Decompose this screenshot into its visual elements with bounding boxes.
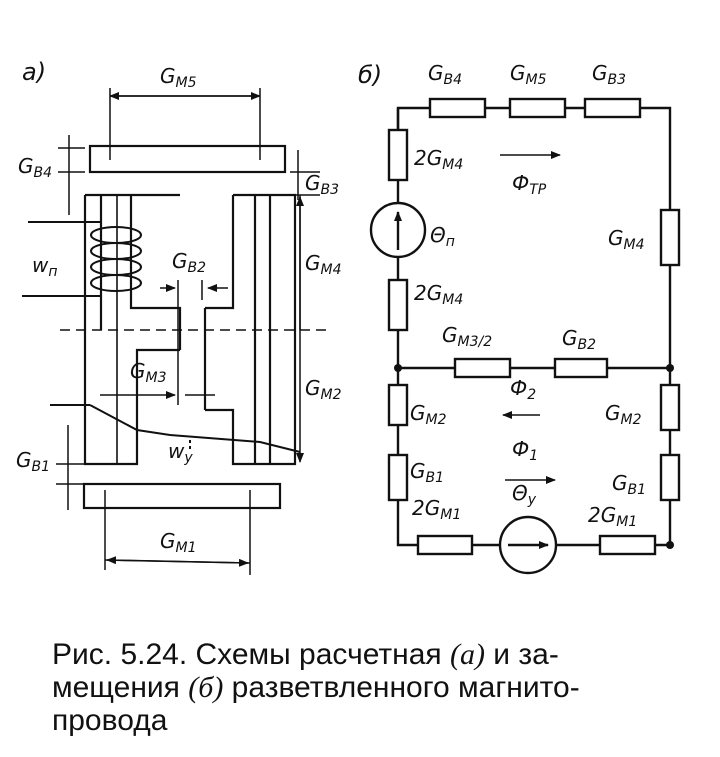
resistor-gm2-right xyxy=(659,383,681,432)
resistor-gb2 xyxy=(553,357,609,379)
label-top-gb3: GВ3 xyxy=(592,61,626,88)
label-flux-tr: ФТР xyxy=(512,171,547,198)
caption-line-1: Рис. 5.24. Схемы расчетная (а) и за- xyxy=(52,638,559,671)
label-gm4: GМ4 xyxy=(305,251,342,278)
coil-wp xyxy=(22,221,142,297)
nodes xyxy=(394,364,674,549)
label-gb2-right: GВ2 xyxy=(562,326,596,353)
label-gb1: GВ1 xyxy=(16,448,50,475)
label-2gm1-right: 2GМ1 xyxy=(588,503,637,530)
label-top-gm5: GМ5 xyxy=(510,61,547,88)
resistor-2gm1-left xyxy=(416,534,474,556)
label-gm3: GМ3 xyxy=(130,359,167,386)
label-gm2-left: GМ2 xyxy=(410,401,447,428)
resistor-2gm4-lower xyxy=(387,278,409,332)
label-theta-p: Θп xyxy=(430,223,455,250)
panel-a-label: а) xyxy=(22,58,46,86)
label-gm4-right: GМ4 xyxy=(608,226,645,253)
resistor-2gm4-upper xyxy=(387,128,409,182)
panel-b-label: б) xyxy=(358,61,382,89)
resistor-gm4-right xyxy=(659,208,681,267)
label-flux-1: Ф1 xyxy=(512,437,538,464)
label-gb1-left: GВ1 xyxy=(410,459,444,486)
coil-wy xyxy=(50,404,301,453)
resistor-2gm1-right xyxy=(598,534,657,556)
label-gb4: GВ4 xyxy=(18,154,52,181)
label-wp: wп xyxy=(32,253,58,280)
flux-arrows xyxy=(500,151,561,484)
caption-line-3: провода xyxy=(52,704,168,737)
resistor-gb1-left xyxy=(387,453,409,502)
label-flux-2: Ф2 xyxy=(510,376,536,403)
dimension-lines xyxy=(56,88,330,575)
figure-caption: Рис. 5.24. Схемы расчетная (а) и за- мещ… xyxy=(52,638,702,737)
label-2gm4-upper: 2GМ4 xyxy=(414,146,463,173)
bottom-yoke xyxy=(82,482,282,510)
label-top-gb4: GВ4 xyxy=(428,61,462,88)
label-gm5: GM5 xyxy=(160,64,197,91)
label-2gm4-lower: 2GМ4 xyxy=(414,281,463,308)
mmf-source-theta-y xyxy=(498,515,558,575)
resistor-gm3-half xyxy=(453,357,512,379)
resistor-gm5 xyxy=(508,97,567,119)
label-gm1: GМ1 xyxy=(160,529,197,556)
label-gb2: GВ2 xyxy=(172,249,206,276)
resistor-gb3 xyxy=(583,97,642,119)
label-gm3-half: GМ3/2 xyxy=(442,323,492,350)
resistor-gm2-left xyxy=(387,383,409,427)
resistor-gb4 xyxy=(428,97,487,119)
top-yoke xyxy=(88,144,287,174)
label-gb1-right: GВ1 xyxy=(612,471,646,498)
resistors xyxy=(387,97,681,556)
label-2gm1-left: 2GМ1 xyxy=(412,496,461,523)
label-theta-y: Θу xyxy=(512,481,537,508)
caption-line-2: мещения (б) разветвленного магнито- xyxy=(52,671,580,704)
resistor-gb1-right xyxy=(659,453,681,502)
label-gm2-right: GМ2 xyxy=(605,401,642,428)
label-wy: wу xyxy=(168,439,193,466)
right-leg xyxy=(205,193,297,466)
label-gb3: GВ3 xyxy=(305,171,339,198)
label-gm2: GМ2 xyxy=(305,376,342,403)
mmf-source-theta-p xyxy=(369,201,427,259)
